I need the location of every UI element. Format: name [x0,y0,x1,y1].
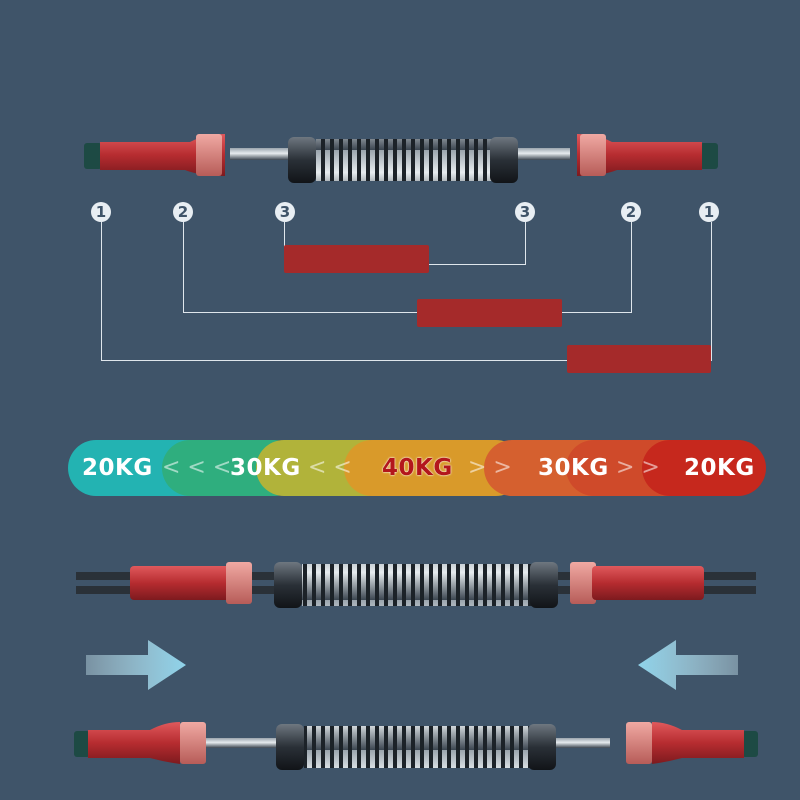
weight-center: 40KG [382,455,453,481]
weight-left-outer: 20KG [82,455,153,481]
callout-2-right: 2 [621,202,641,222]
chevrons-left-1: < < < [162,455,232,480]
chevrons-right-2: > > [616,455,660,480]
compress-arrow-right [86,640,186,690]
callout-2-left: 2 [173,202,193,222]
leader-3-horizontal [428,264,526,265]
chevrons-left-2: < < [308,455,352,480]
weight-left-inner: 30KG [230,455,301,481]
leader-3-right [525,222,526,264]
leader-1-horizontal [101,360,712,361]
leader-1-left [101,222,102,360]
compress-arrow-left [638,640,738,690]
middle-bar [76,562,756,608]
callout-1-left: 1 [91,202,111,222]
weight-right-outer: 20KG [684,455,755,481]
label-box-sleeve [417,299,562,327]
resistance-scale: 20KG < < < 30KG < < 40KG > > 30KG > > 20… [68,440,766,496]
bottom-bar [74,722,758,770]
weight-right-inner: 30KG [538,455,609,481]
leader-2-left [183,222,184,312]
callout-3-right: 3 [515,202,535,222]
seg-red [642,440,766,496]
label-box-spring [284,245,429,273]
label-box-grip [567,345,711,373]
leader-2-horizontal [183,312,632,313]
callout-3-left: 3 [275,202,295,222]
leader-2-right [631,222,632,312]
leader-3-left [284,222,285,258]
callout-1-right: 1 [699,202,719,222]
chevrons-right-1: > > [468,455,512,480]
leader-1-right [711,222,712,360]
top-bar [84,134,718,183]
